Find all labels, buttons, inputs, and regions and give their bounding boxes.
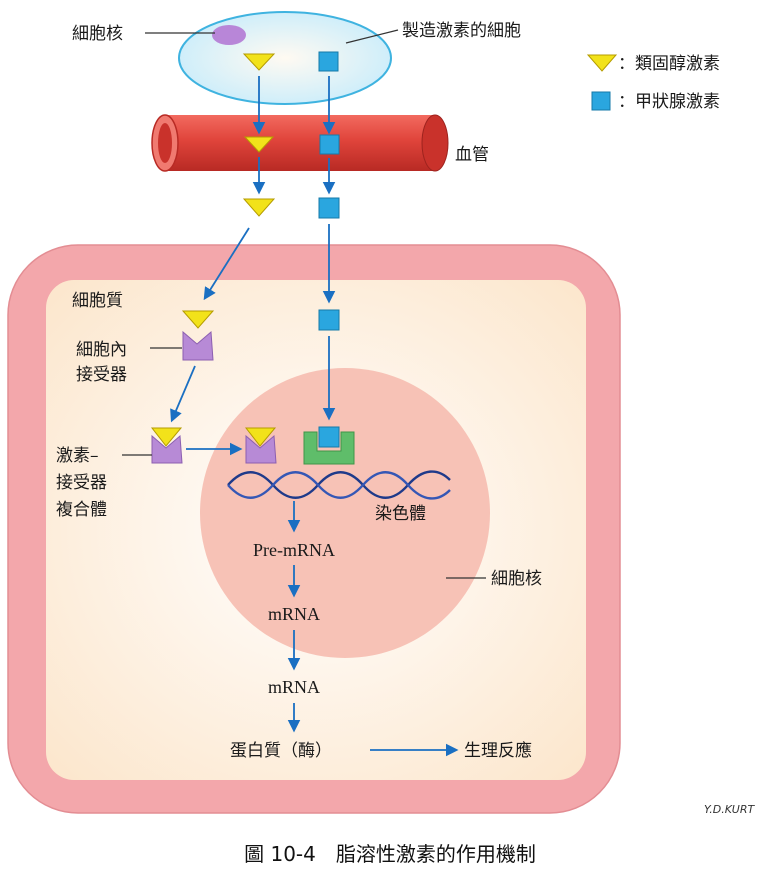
- producing-cell: [178, 11, 392, 105]
- complex-label-line3: 複合體: [56, 500, 107, 520]
- chromosome: [227, 470, 451, 500]
- thyroid-hormone-in-cell: [318, 51, 339, 72]
- legend-steroid-icon: [586, 54, 618, 72]
- complex-label-line1: 激素–: [56, 446, 99, 466]
- steroid-hormone-in-cell: [242, 53, 276, 71]
- thyroid-hormone-cytoplasm: [318, 309, 340, 331]
- receptor-label-line2: 接受器: [76, 365, 127, 385]
- artist-signature: Y.D.KURT: [704, 803, 755, 816]
- producing-nucleus-label: 細胞核: [72, 24, 123, 44]
- legend-steroid-label: ：類固醇激素: [618, 54, 720, 74]
- intracellular-receptor: [182, 330, 214, 361]
- hormone-receptor-complex: [150, 427, 183, 464]
- blood-vessel: [151, 114, 449, 172]
- thyroid-hormone-bound: [318, 426, 340, 448]
- thyroid-hormone-in-vessel: [319, 134, 340, 155]
- target-nucleus-label: 細胞核: [491, 569, 542, 589]
- pre-mrna-label: Pre-mRNA: [253, 540, 335, 560]
- mrna-nucleus-label: mRNA: [268, 604, 320, 624]
- producing-cell-nucleus: [212, 25, 246, 45]
- blood-vessel-label: 血管: [455, 145, 489, 165]
- steroid-hormone-free: [242, 198, 276, 217]
- target-cell: [7, 244, 621, 814]
- mrna-cytoplasm-label: mRNA: [268, 677, 320, 697]
- thyroid-hormone-free: [318, 197, 340, 219]
- cytoplasm-label: 細胞質: [72, 291, 123, 311]
- protein-label: 蛋白質（酶）: [230, 741, 332, 761]
- hormone-receptor-complex-nucleus: [244, 427, 277, 464]
- thyroid-receptor: [303, 426, 355, 465]
- target-nucleus: [200, 368, 490, 658]
- legend-thyroid-icon: [591, 91, 611, 111]
- steroid-hormone-cytoplasm: [181, 310, 215, 329]
- legend-thyroid-label: ：甲狀腺激素: [618, 92, 720, 112]
- producing-cell-label: 製造激素的細胞: [402, 21, 521, 41]
- steroid-hormone-in-vessel: [243, 136, 275, 153]
- receptor-label-line1: 細胞內: [76, 340, 127, 360]
- chromosome-label: 染色體: [375, 504, 426, 524]
- complex-label-line2: 接受器: [56, 473, 107, 493]
- response-label: 生理反應: [464, 740, 532, 761]
- legend: ：類固醇激素 ：甲狀腺激素: [586, 54, 720, 112]
- figure-caption: 圖 10-4 脂溶性激素的作用機制: [244, 842, 536, 866]
